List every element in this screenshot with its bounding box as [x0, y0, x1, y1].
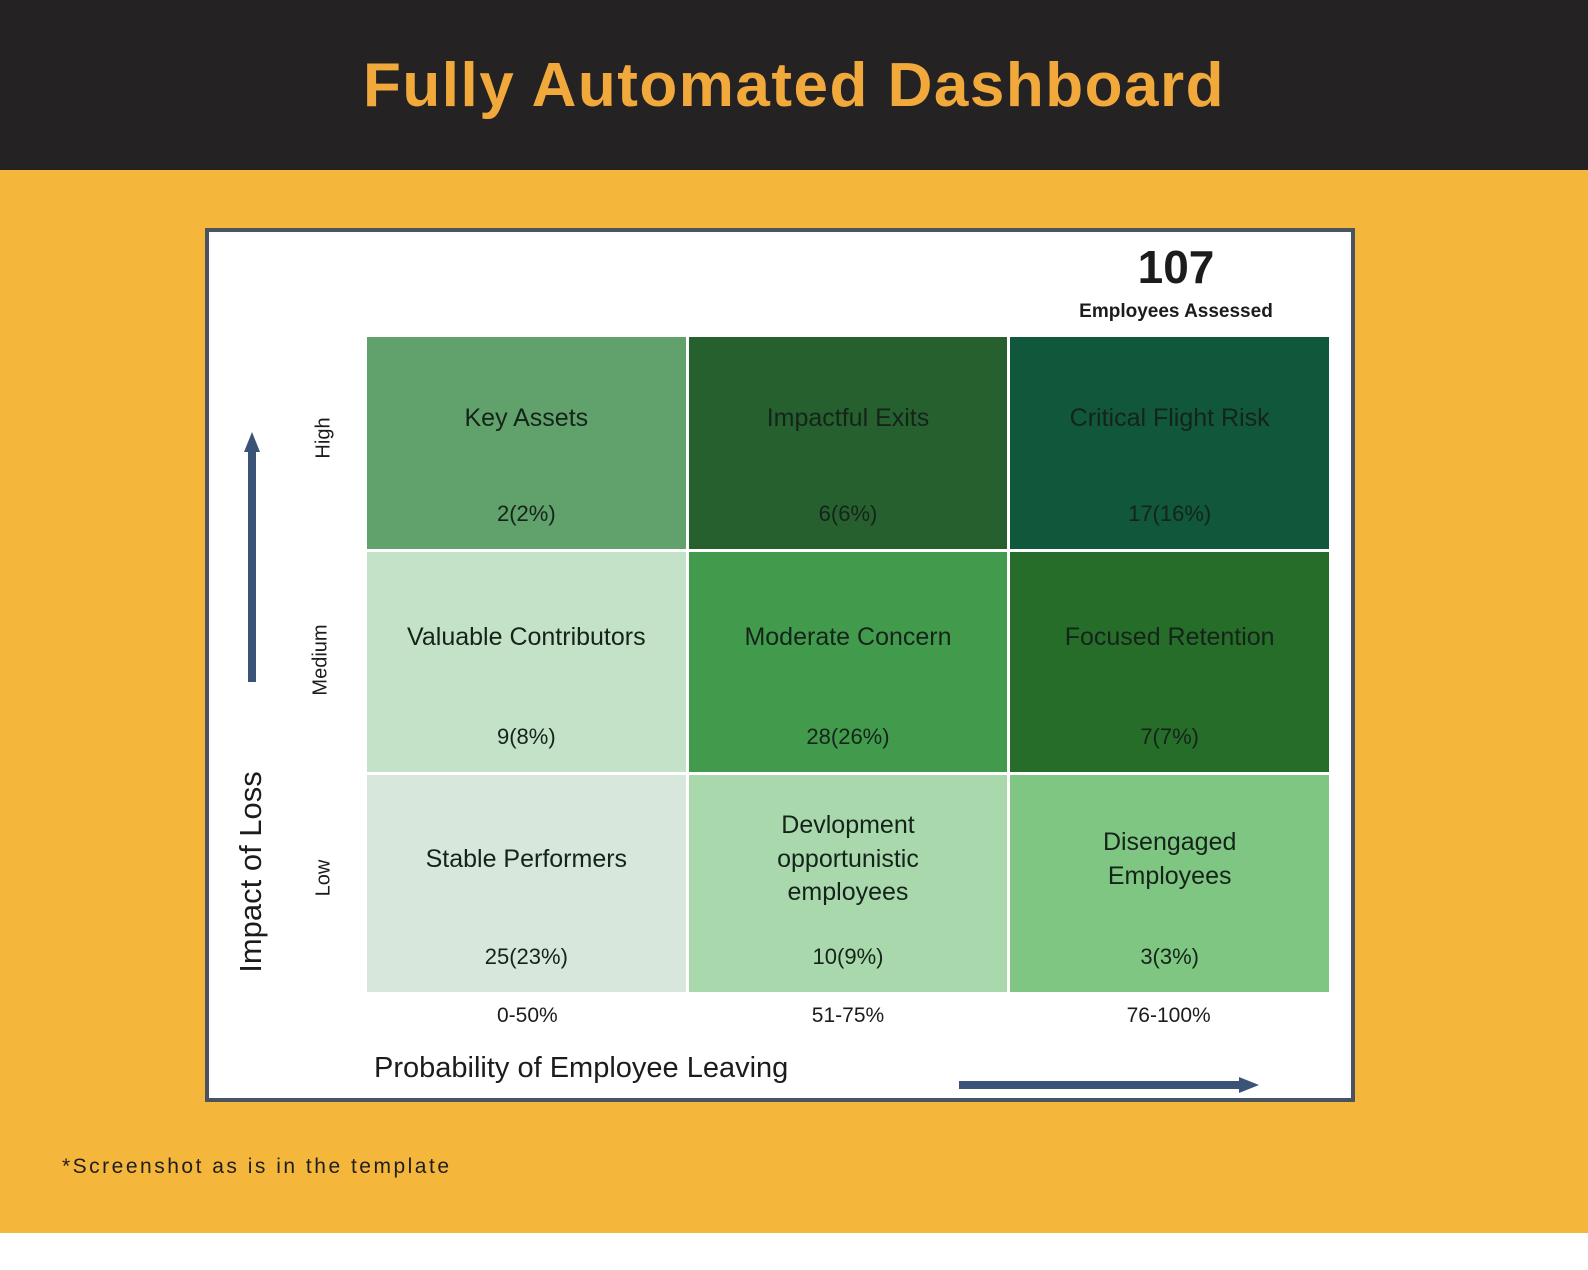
matrix-cell-stable-performers: Stable Performers 25(23%) [367, 775, 686, 992]
cell-name: Key Assets [464, 404, 589, 433]
y-tick-medium: Medium [309, 624, 332, 696]
cell-name: Impactful Exits [766, 404, 930, 433]
cell-name: Devlopment opportunistic employees [777, 810, 919, 907]
cell-count: 7(7%) [1140, 724, 1199, 749]
employees-assessed-card: 107 Employees Assessed [1021, 242, 1331, 323]
cell-count: 25(23%) [484, 944, 568, 969]
cell-count: 17(16%) [1128, 501, 1212, 526]
matrix-cell-valuable-contributors: Valuable Contributors 9(8%) [367, 552, 686, 772]
matrix-cell-key-assets: Key Assets 2(2%) [367, 337, 686, 549]
y-axis-label: Impact of Loss [233, 771, 268, 973]
x-tick-76-100: 76-100% [1126, 1004, 1211, 1027]
matrix-cell-moderate-concern: Moderate Concern 28(26%) [688, 552, 1008, 772]
cell-count: 3(3%) [1140, 944, 1199, 969]
matrix-cell-focused-retention: Focused Retention 7(7%) [1010, 552, 1329, 772]
x-axis-label: Probability of Employee Leaving [374, 1052, 789, 1084]
matrix-cell-impactful-exits: Impactful Exits 6(6%) [688, 337, 1008, 549]
dashboard-panel: 107 Employees Assessed Key Assets 2(2%) … [205, 228, 1355, 1102]
x-axis-ticks: 0-50% 51-75% 76-100% [367, 1004, 1329, 1028]
cell-name: Disengaged Employees [1102, 827, 1237, 890]
dashboard-stage: 107 Employees Assessed Key Assets 2(2%) … [0, 170, 1588, 1233]
header-banner: Fully Automated Dashboard [0, 0, 1588, 170]
footnote: *Screenshot as is in the template [62, 1155, 452, 1178]
matrix-cell-disengaged-employees: Disengaged Employees 3(3%) [1010, 775, 1329, 992]
cell-count: 10(9%) [812, 944, 884, 969]
cell-name: Stable Performers [425, 844, 628, 873]
cell-count: 2(2%) [496, 501, 556, 526]
cell-count: 6(6%) [818, 501, 878, 526]
employees-assessed-value: 107 [1137, 241, 1215, 293]
employees-assessed-label: Employees Assessed [1079, 300, 1273, 322]
cell-name: Moderate Concern [744, 623, 952, 652]
cell-name: Critical Flight Risk [1069, 404, 1270, 433]
page-title: Fully Automated Dashboard [363, 50, 1225, 120]
y-axis-arrow-icon [243, 432, 261, 687]
risk-matrix: Key Assets 2(2%) Impactful Exits 6(6%) C… [367, 337, 1329, 992]
cell-name: Valuable Contributors [407, 623, 646, 652]
cell-count: 9(8%) [496, 724, 556, 749]
x-axis-arrow-icon [959, 1076, 1259, 1099]
cell-name: Focused Retention [1064, 623, 1275, 652]
matrix-cell-critical-flight-risk: Critical Flight Risk 17(16%) [1010, 337, 1329, 549]
matrix-cell-development-opportunistic: Devlopment opportunistic employees 10(9%… [688, 775, 1008, 992]
y-tick-low: Low [312, 859, 335, 897]
x-tick-51-75: 51-75% [811, 1004, 885, 1027]
x-tick-0-50: 0-50% [496, 1004, 558, 1027]
y-tick-high: High [312, 417, 335, 459]
cell-count: 28(26%) [806, 724, 890, 749]
